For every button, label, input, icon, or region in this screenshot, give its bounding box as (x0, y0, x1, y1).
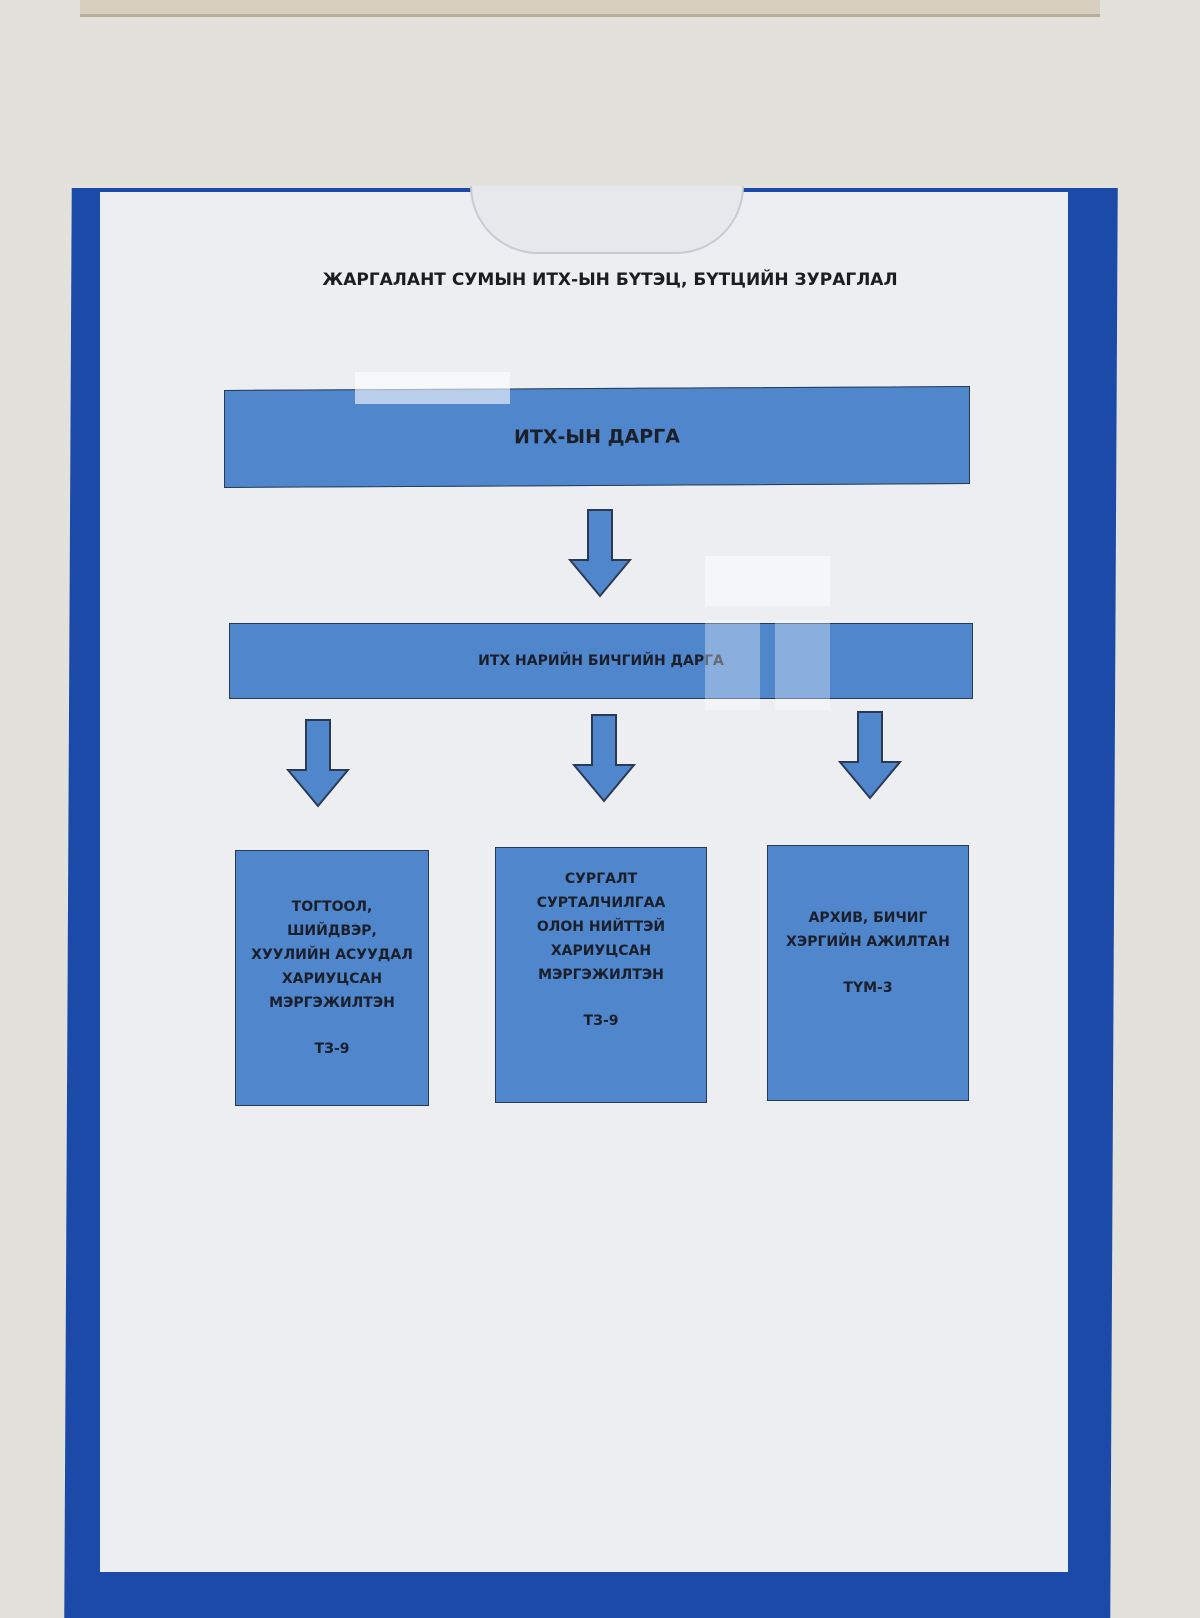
node-line: ХАРИУЦСАН (281, 971, 383, 987)
node-council-chair: ИТХ-ЫН ДАРГА (224, 386, 970, 488)
frame-finger-notch (470, 186, 744, 254)
node-grade: ТЗ-9 (583, 1013, 619, 1029)
node-label: ИТХ НАРИЙН БИЧГИЙН ДАРГА (478, 653, 724, 669)
node-label: ИТХ-ЫН ДАРГА (514, 425, 680, 449)
node-archive-clerk: АРХИВ, БИЧИГ ХЭРГИЙН АЖИЛТАН ТҮМ-3 (767, 845, 969, 1101)
node-training-specialist: СУРГАЛТ СУРТАЛЧИЛГАА ОЛОН НИЙТТЭЙ ХАРИУЦ… (495, 847, 707, 1103)
node-line: ТОГТООЛ, (291, 899, 373, 915)
arrow-down-icon (572, 714, 636, 803)
node-line: МЭРГЭЖИЛТЭН (538, 967, 664, 983)
node-line: ОЛОН НИЙТТЭЙ (536, 919, 666, 935)
light-glare (355, 372, 510, 404)
node-legal-specialist: ТОГТООЛ, ШИЙДВЭР, ХУУЛИЙН АСУУДАЛ ХАРИУЦ… (235, 850, 429, 1106)
shelf-edge (80, 0, 1100, 17)
node-grade: ТҮМ-3 (843, 980, 893, 996)
node-line: СУРГАЛТ (564, 871, 638, 887)
node-secretary: ИТХ НАРИЙН БИЧГИЙН ДАРГА (229, 623, 973, 699)
arrow-down-icon (568, 509, 632, 598)
arrow-down-icon (838, 711, 902, 800)
node-grade: ТЗ-9 (314, 1041, 350, 1057)
node-line: ХАРИУЦСАН (550, 943, 652, 959)
node-line: ШИЙДВЭР, (287, 923, 377, 939)
node-line: СУРТАЛЧИЛГАА (536, 895, 666, 911)
chart-title: ЖАРГАЛАНТ СУМЫН ИТХ-ЫН БҮТЭЦ, БҮТЦИЙН ЗУ… (322, 270, 898, 290)
light-glare (705, 620, 760, 710)
node-line: ХЭРГИЙН АЖИЛТАН (786, 934, 950, 950)
node-line: АРХИВ, БИЧИГ (808, 910, 928, 926)
light-glare (775, 620, 830, 710)
light-glare (705, 556, 830, 606)
node-line: ХУУЛИЙН АСУУДАЛ (251, 947, 413, 963)
arrow-down-icon (286, 719, 350, 808)
node-line: МЭРГЭЖИЛТЭН (269, 995, 395, 1011)
